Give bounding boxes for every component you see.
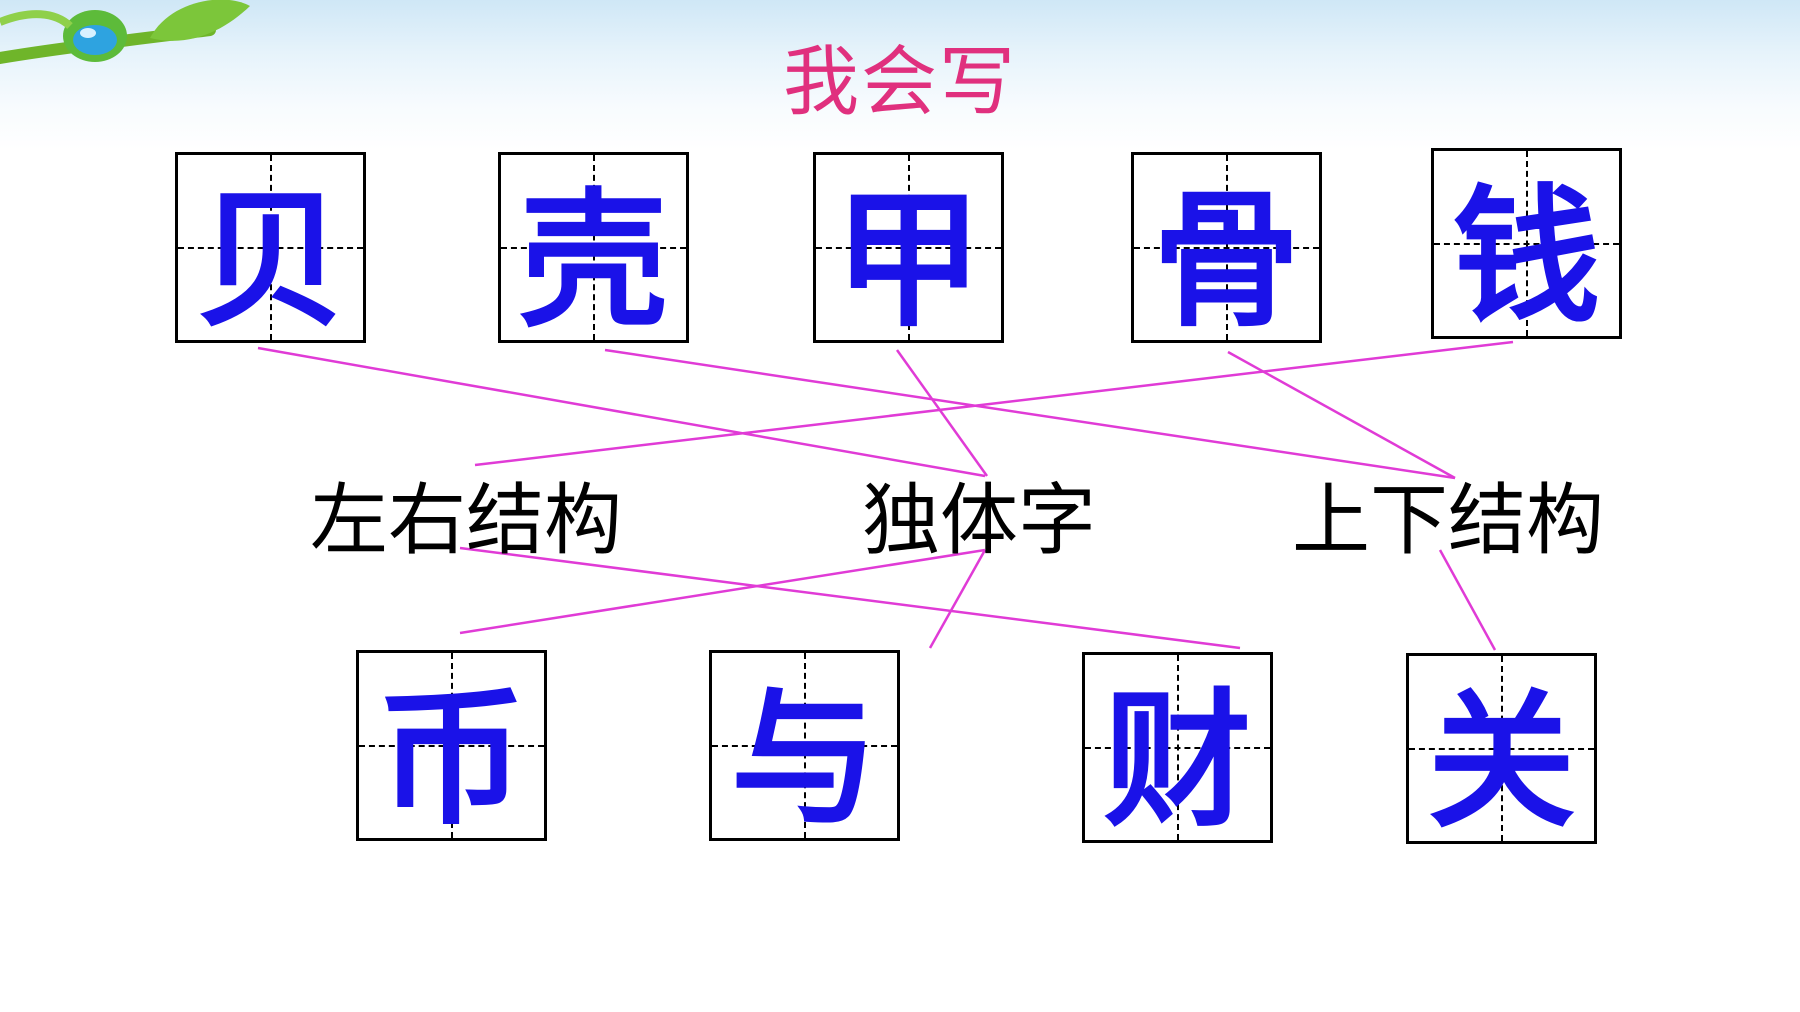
line-duti-to-bi: [459, 548, 986, 635]
char-ke: 壳: [519, 173, 668, 347]
header-background: [0, 0, 1800, 150]
line-zuoyou-to-cai: [459, 546, 1241, 650]
line-shangxia-to-guan: [1438, 549, 1497, 651]
line-bei-to-duti: [257, 346, 986, 478]
char-box-gu: 骨: [1131, 152, 1322, 347]
char-box-bi: 币: [356, 650, 547, 845]
leaf-decoration-icon: [0, 0, 250, 64]
line-ke-to-shangxia: [604, 348, 1456, 480]
page-title: 我会写: [783, 37, 1017, 126]
char-yu: 与: [730, 671, 879, 845]
char-bi: 币: [377, 671, 526, 845]
char-box-bei: 贝: [175, 152, 366, 347]
char-bei: 贝: [196, 173, 345, 347]
line-duti-to-yu: [928, 549, 987, 649]
char-qian: 钱: [1452, 169, 1601, 343]
char-box-qian: 钱: [1431, 148, 1622, 343]
char-jia: 甲: [834, 173, 983, 347]
line-qian-to-zuoyou: [474, 340, 1514, 467]
char-box-yu: 与: [709, 650, 900, 845]
char-gu: 骨: [1152, 173, 1301, 347]
label-shangxia-jiegou: 上下结构: [1292, 476, 1605, 566]
char-box-guan: 关: [1406, 653, 1597, 848]
char-guan: 关: [1427, 674, 1576, 848]
label-duti-zi: 独体字: [862, 476, 1097, 566]
char-box-jia: 甲: [813, 152, 1004, 347]
char-box-ke: 壳: [498, 152, 689, 347]
label-zuoyou-jiegou: 左右结构: [310, 476, 623, 566]
line-gu-to-shangxia: [1227, 350, 1456, 480]
line-jia-to-duti: [895, 349, 989, 477]
char-cai: 财: [1103, 673, 1252, 847]
char-box-cai: 财: [1082, 652, 1273, 847]
